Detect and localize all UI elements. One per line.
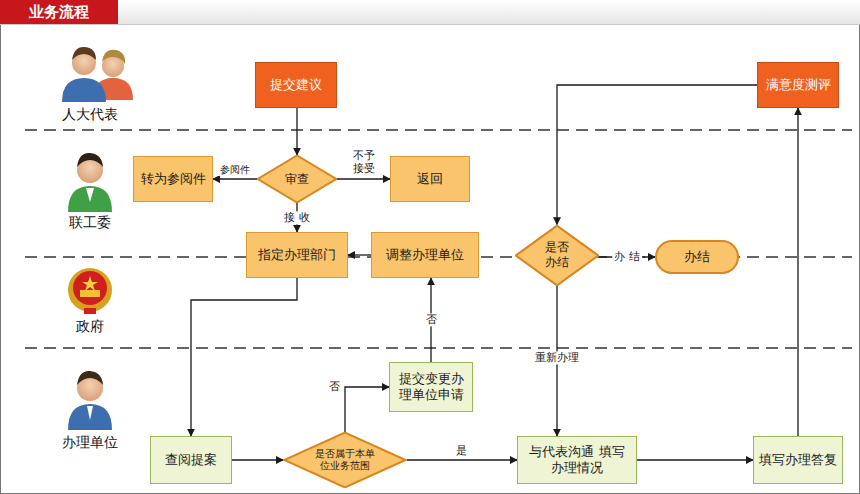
node-text: 提交变更办理单位申请 (396, 371, 466, 404)
process-box: 返回 (390, 156, 470, 202)
header-rule (0, 24, 860, 25)
edge-label: 否 (329, 380, 340, 393)
edge-label: 重新办理 (533, 351, 581, 364)
lane-label: 政府 (76, 318, 104, 336)
flow-arrow (232, 459, 283, 460)
process-box: 调整办理单位 (371, 232, 479, 278)
node-text: 调整办理单位 (386, 247, 464, 263)
section-title: 业务流程 (0, 0, 118, 24)
node-text: 办结 (684, 249, 710, 265)
flow-arrow (407, 459, 517, 460)
node-text: 返回 (417, 171, 443, 187)
node-text: 填写办理答复 (759, 452, 837, 468)
decision-diamond: 审查 (257, 155, 337, 203)
task-box: 查阅提案 (150, 436, 232, 484)
flow-arrow (345, 387, 389, 432)
node-text: 查阅提案 (165, 452, 217, 468)
lane-label: 办理单位 (62, 434, 118, 452)
edge-label: 否 (424, 313, 439, 326)
flow-arrow (296, 108, 297, 155)
node-text: 与代表沟通 填写办理情况 (527, 444, 627, 477)
edge-label: 接 收 (282, 211, 312, 224)
flow-arrow (191, 278, 297, 436)
lane-label: 人大代表 (62, 106, 118, 124)
node-text: 指定办理部门 (258, 247, 336, 263)
flow-arrow (557, 85, 757, 225)
node-text: 是否属于本单位业务范围 (314, 448, 376, 472)
lane-label: 联工委 (69, 214, 111, 232)
edge-label: 是 (454, 444, 469, 457)
emblem-icon (68, 268, 112, 314)
node-text: 转为参阅件 (141, 171, 206, 187)
start-box: 提交建议 (255, 62, 337, 108)
edge-label: 不予接受 (352, 149, 376, 175)
edge-label: 办 结 (612, 250, 642, 263)
header-bar (118, 0, 860, 24)
process-box: 转为参阅件 (133, 156, 213, 202)
decision-diamond: 是否属于本单位业务范围 (283, 432, 407, 488)
node-text: 满意度测评 (766, 77, 831, 93)
flow-arrow (348, 254, 371, 255)
flow-arrow (797, 108, 798, 436)
process-box: 指定办理部门 (246, 232, 348, 278)
flow-arrow (213, 178, 257, 179)
office-icon (68, 371, 112, 430)
end-terminal: 办结 (655, 240, 739, 274)
task-box: 提交变更办理单位申请 (389, 362, 473, 412)
node-text: 提交建议 (270, 77, 322, 93)
node-text: 审查 (285, 172, 309, 187)
committee-icon (68, 153, 112, 212)
task-box: 与代表沟通 填写办理情况 (517, 436, 637, 484)
deputy-icon (62, 47, 133, 102)
lane-dividers (25, 130, 852, 348)
node-text: 是否办结 (542, 240, 572, 270)
flow-arrow (637, 459, 753, 460)
task-box: 填写办理答复 (753, 436, 843, 484)
edge-label: 参阅件 (218, 164, 252, 176)
flow-arrow (337, 178, 390, 179)
start-box: 满意度测评 (757, 62, 839, 108)
decision-diamond: 是否办结 (515, 225, 599, 286)
